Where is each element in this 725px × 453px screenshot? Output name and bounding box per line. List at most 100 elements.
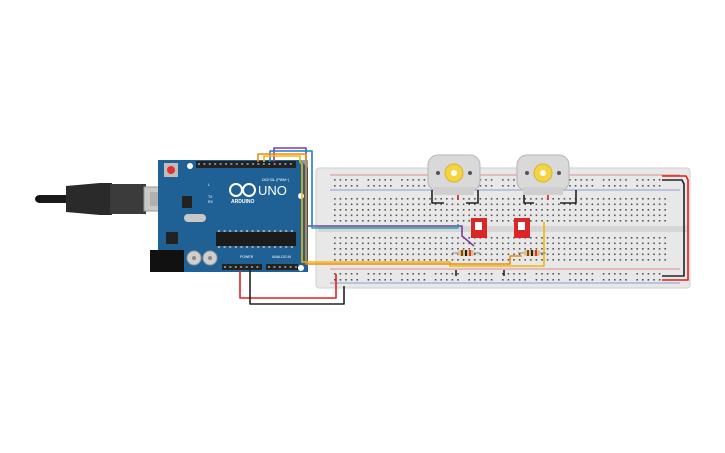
breadboard-hole [479, 198, 482, 200]
breadboard-hole [580, 253, 582, 256]
header-pin [198, 163, 200, 165]
breadboard-hole [490, 214, 493, 217]
breadboard-hole [462, 248, 465, 250]
breadboard-hole [586, 220, 588, 222]
breadboard-hole [664, 237, 666, 239]
mounting-hole [298, 193, 304, 199]
breadboard-hole [356, 209, 358, 211]
breadboard-hole [602, 214, 605, 217]
breadboard-hole [546, 279, 549, 281]
breadboard-hole [373, 273, 375, 275]
reset-button-cap[interactable] [167, 166, 175, 174]
breadboard-hole [518, 242, 521, 245]
breadboard-hole [451, 198, 454, 200]
breadboard-hole [434, 259, 437, 261]
breadboard-hole [530, 209, 532, 211]
breadboard-hole [356, 259, 358, 261]
breadboard-hole [373, 209, 375, 211]
breadboard-hole [334, 242, 336, 245]
breadboard-hole [541, 253, 543, 256]
breadboard-hole [339, 198, 342, 200]
wires[interactable] [239, 147, 689, 305]
breadboard-hole [563, 198, 566, 200]
breadboard-hole [524, 198, 526, 200]
dc-motor-icon[interactable] [516, 154, 570, 195]
breadboard-hole [345, 203, 347, 206]
breadboard-hole [457, 237, 459, 239]
rx-label: RX [208, 200, 214, 204]
breadboard-hole [350, 198, 353, 200]
slide-switch-icon[interactable] [514, 218, 530, 238]
breadboard-hole [490, 198, 493, 200]
breadboard-hole [530, 248, 532, 250]
breadboard-hole [642, 198, 644, 200]
breadboard-hole [591, 179, 594, 181]
breadboard-hole [597, 203, 599, 206]
breadboard-hole [664, 209, 666, 211]
breadboard-hole [451, 253, 454, 256]
breadboard-hole [429, 220, 431, 222]
breadboard-hole [373, 185, 375, 187]
breadboard-hole [642, 237, 644, 239]
breadboard-hole [642, 279, 644, 281]
breadboard-hole [401, 273, 403, 275]
power-jack[interactable] [150, 250, 184, 272]
analog-label: ANALOG IN [272, 255, 292, 259]
breadboard[interactable] [315, 167, 691, 289]
usb-chip [182, 196, 192, 208]
breadboard-hole [597, 259, 599, 261]
breadboard-hole [619, 220, 622, 222]
arduino-uno-board[interactable]: UNO ARDUINO DIGITAL (PWM~) TX RX L POWER… [150, 160, 308, 272]
breadboard-hole [535, 259, 538, 261]
breadboard-hole [513, 179, 515, 181]
breadboard-hole [614, 242, 616, 245]
breadboard-hole [647, 273, 650, 275]
chip-pin [251, 246, 254, 248]
breadboard-hole [446, 253, 448, 256]
breadboard-hole [614, 214, 616, 217]
breadboard-hole [636, 248, 638, 250]
breadboard-hole [502, 220, 504, 222]
breadboard-hole [541, 273, 543, 275]
digital-header[interactable] [196, 161, 296, 168]
breadboard-hole [653, 248, 655, 250]
resistor-icon[interactable] [518, 250, 546, 256]
breadboard-hole [496, 248, 498, 250]
breadboard-hole [552, 237, 554, 239]
breadboard-hole [373, 220, 375, 222]
breadboard-hole [479, 253, 482, 256]
breadboard-hole [569, 198, 571, 200]
breadboard-hole [574, 203, 577, 206]
breadboard-hole [356, 237, 358, 239]
breadboard-hole [597, 237, 599, 239]
breadboard-hole [574, 185, 577, 187]
breadboard-hole [507, 242, 510, 245]
breadboard-hole [429, 253, 431, 256]
breadboard-hole [356, 248, 358, 250]
breadboard-hole [513, 203, 515, 206]
breadboard-hole [406, 273, 409, 275]
usb-cable-icon[interactable] [35, 183, 173, 215]
breadboard-hole [429, 203, 431, 206]
breadboard-hole [446, 248, 448, 250]
slide-switch-icon[interactable] [471, 218, 487, 238]
breadboard-hole [636, 237, 638, 239]
breadboard-hole [602, 259, 605, 261]
breadboard-hole [434, 220, 437, 222]
breadboard-hole [502, 185, 504, 187]
resistor-icon[interactable] [452, 250, 480, 256]
breadboard-hole [362, 220, 364, 222]
breadboard-hole [367, 242, 370, 245]
header-pin [234, 266, 237, 268]
breadboard-hole [423, 220, 426, 222]
dc-motor-icon[interactable] [427, 154, 481, 195]
breadboard-hole [390, 214, 392, 217]
analog-header[interactable] [266, 264, 298, 270]
breadboard-hole [658, 214, 661, 217]
breadboard-hole [350, 248, 353, 250]
breadboard-hole [390, 209, 392, 211]
breadboard-hole [647, 237, 650, 239]
breadboard-hole [485, 214, 487, 217]
breadboard-hole [530, 242, 532, 245]
